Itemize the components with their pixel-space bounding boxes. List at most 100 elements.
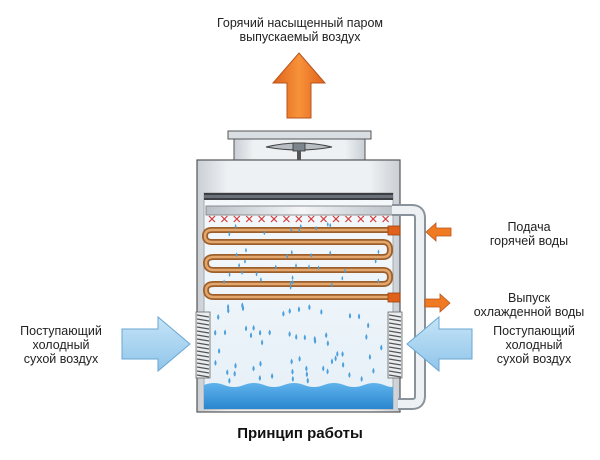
louver-slat [388,354,402,358]
label-top-outlet: Горячий насыщенный паром выпускаемый воз… [180,16,420,44]
louver-slat [196,338,210,342]
water-droplet [326,222,329,227]
water-droplet [372,367,375,374]
water-droplet [310,252,313,258]
louver-slat [196,314,210,318]
water-droplet [258,329,262,336]
louver-slat [388,370,402,374]
nozzle-cross [233,215,241,223]
diagram-caption: Принцип работы [237,425,363,442]
louver-slat [388,366,402,370]
label-hot-water: Подача горячей воды [462,220,596,248]
water-droplet [258,375,262,381]
label-hot-water-line-2: горячей воды [489,234,569,248]
water-droplet [299,223,302,229]
hot-air-outlet-arrow [271,52,327,119]
water-droplet [308,264,310,270]
louver-slat [388,334,402,338]
label-right-air-line-2: холодный [505,338,563,352]
louver-slat [196,374,210,378]
label-top-line-1: Горячий насыщенный паром [216,16,384,30]
label-cooled-water-line-1: Выпуск [508,291,550,305]
nozzle-cross [220,215,228,223]
water-droplet [291,368,294,375]
water-droplet [344,268,346,274]
water-droplet [341,275,344,281]
water-droplet [329,223,332,228]
water-droplet [217,347,221,354]
louver-slat [196,366,210,370]
water-droplet [289,285,292,290]
water-droplet [223,279,226,285]
water-droplet [260,339,264,346]
water-droplet [228,272,231,277]
water-droplet [233,370,236,377]
label-left-air-line-3: сухой воздух [23,352,99,366]
nozzle-cross [369,215,377,223]
water-droplet [227,307,230,314]
nozzle-cross [282,215,290,223]
water-droplet [313,337,317,344]
water-droplet [235,252,238,258]
nozzle-cross [307,215,315,223]
louver-slat [196,370,210,374]
water-droplet [291,279,294,285]
louver-slat [388,346,402,350]
nozzle-cross [332,215,340,223]
water-droplet [298,227,301,233]
water-droplet [244,325,248,332]
nozzle-cross [208,215,216,223]
water-droplet [282,310,285,317]
nozzle-cross [344,215,352,223]
water-droplet [290,358,293,365]
water-basin [204,383,394,409]
nozzle-cross [295,215,303,223]
label-right-air-line-3: сухой воздух [496,352,572,366]
nozzle-cross [357,215,365,223]
water-droplet [238,263,241,268]
louver-slat [388,326,402,330]
water-droplet [217,314,220,321]
water-droplet [374,258,377,264]
water-droplet [348,312,352,319]
louver-slat [196,362,210,366]
water-droplet [291,375,294,382]
water-droplet [365,333,368,340]
louver-slat [388,350,402,354]
nozzle-cross [270,215,278,223]
water-droplet [305,365,308,372]
label-left-air-line-1: Поступающий [20,324,102,338]
water-droplet [377,249,380,255]
water-droplet [367,322,370,329]
water-droplet [241,270,244,275]
louver-slat [196,358,210,362]
louver-slat [388,342,402,346]
louver-slat [388,338,402,342]
heat-exchange-coil [202,225,401,303]
water-droplet [348,371,351,378]
left-air-inlet-arrow [121,315,191,373]
louver-slat [196,354,210,358]
water-droplet [259,277,262,282]
water-droplet [270,373,274,380]
water-droplet [308,304,311,311]
water-droplet [295,333,298,340]
water-droplet [368,353,372,360]
louver-slat [196,342,210,346]
water-droplet [241,302,244,309]
water-droplet [341,350,344,357]
water-droplet [329,250,332,256]
louver-slat [196,346,210,350]
label-left-air: Поступающий холодный сухой воздух [8,324,114,366]
water-droplet [289,280,292,286]
nozzle-cross [382,215,390,223]
louver-slat [388,362,402,366]
water-droplet [305,371,309,378]
louver-slat [196,334,210,338]
louver-slat [388,318,402,322]
water-droplet [245,247,247,253]
nozzle-cross [320,215,328,223]
label-cooled-water-line-2: охлажденной воды [473,305,585,319]
water-droplet [326,340,330,347]
